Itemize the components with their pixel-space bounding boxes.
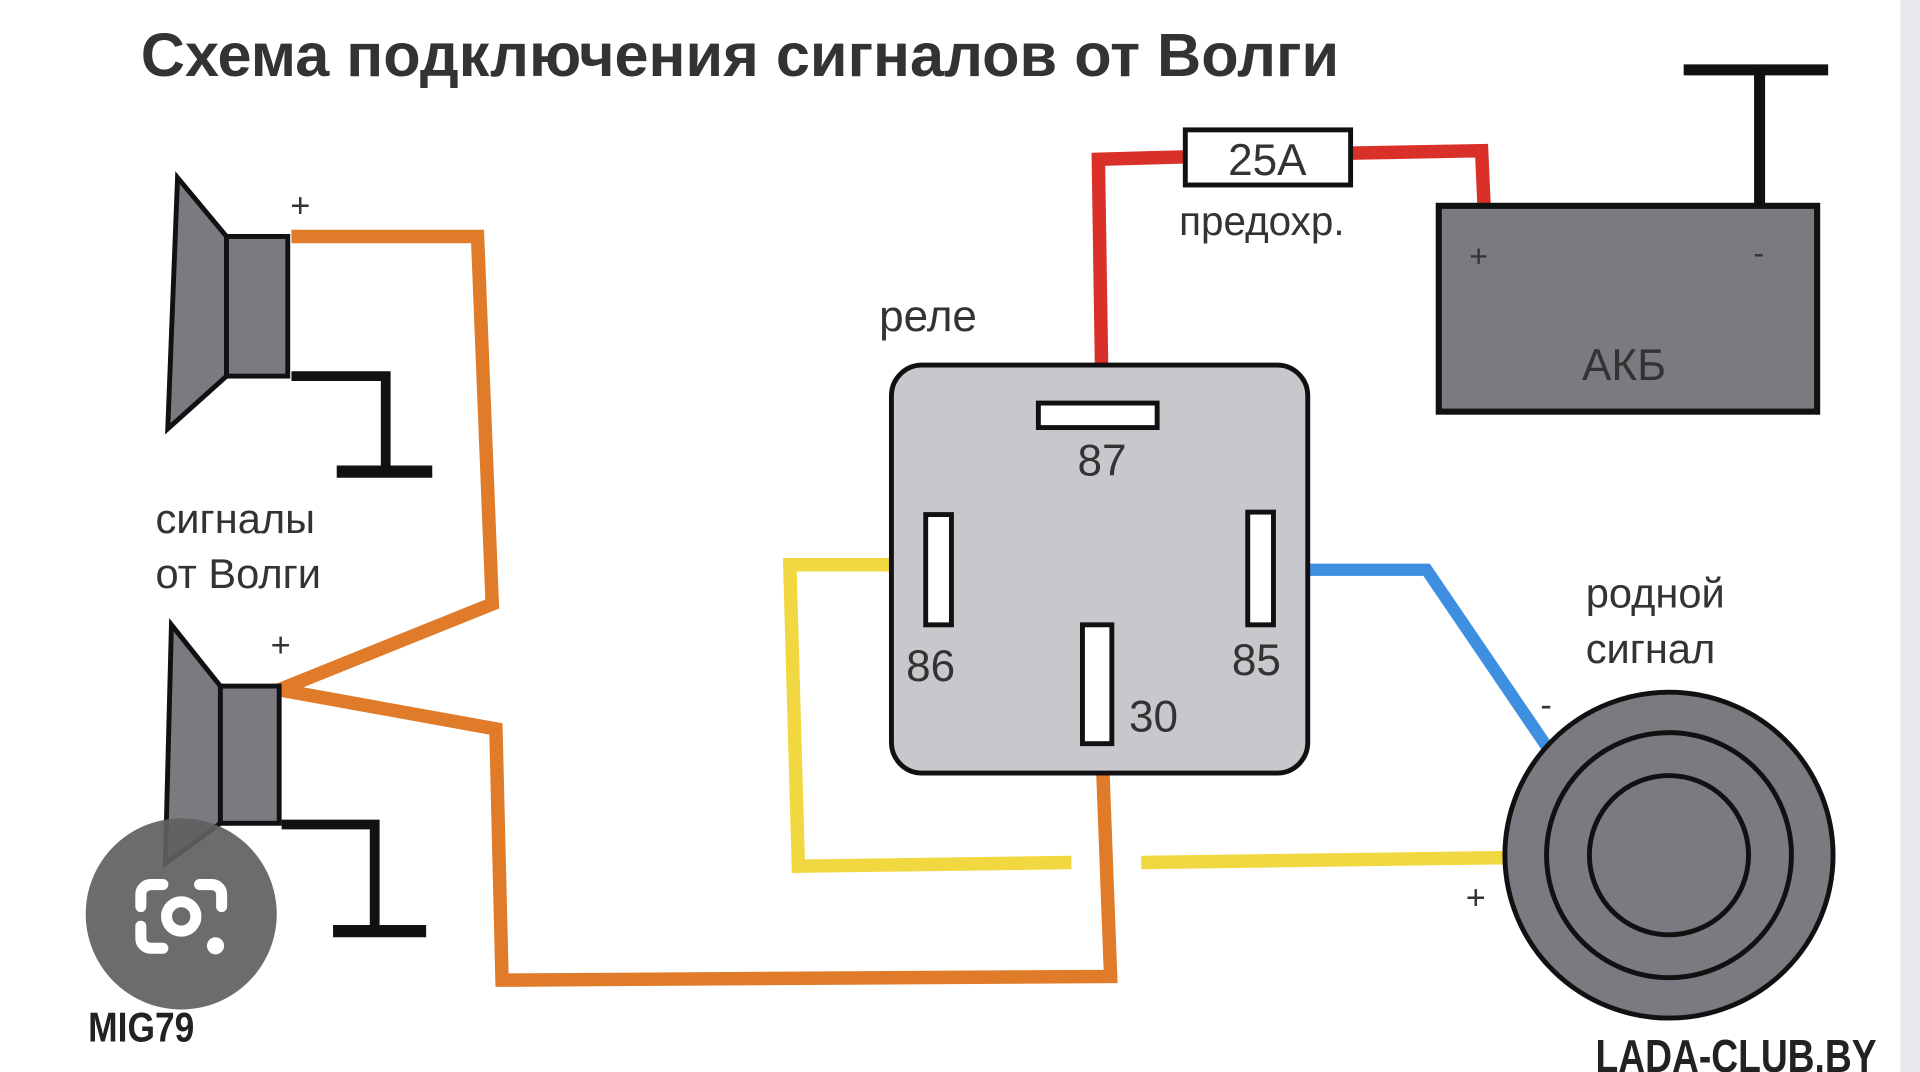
svg-text:+: + <box>271 627 291 665</box>
relay-label: реле <box>879 292 977 341</box>
horn-bottom: + <box>162 618 427 938</box>
camera-lens-icon <box>135 879 228 954</box>
pin-86: 86 <box>906 642 955 691</box>
watermark-lada-club: LADA-CLUB.BY <box>1596 1030 1877 1072</box>
svg-text:+: + <box>290 187 310 225</box>
visual-search-button[interactable] <box>85 818 277 1010</box>
pin-30: 30 <box>1129 692 1178 741</box>
svg-text:+: + <box>1469 238 1488 274</box>
horns-label-line2: от Волги <box>156 550 322 597</box>
wire-yellow <box>782 558 1072 874</box>
wire-red-battery <box>1350 143 1491 207</box>
native-horn: - + <box>1466 687 1836 1021</box>
watermark-mig79: MIG79 <box>88 1005 194 1051</box>
wire-orange <box>254 229 1118 987</box>
wire-blue <box>1273 563 1555 754</box>
native-horn-label-line1: родной <box>1586 570 1725 617</box>
native-horn-label-line2: сигнал <box>1586 625 1716 672</box>
relay: 87 86 85 30 <box>888 362 1311 776</box>
pin-87: 87 <box>1078 436 1127 485</box>
svg-text:-: - <box>1540 687 1551 725</box>
diagram-title: Схема подключения сигналов от Волги <box>141 21 1339 89</box>
battery: + - АКБ <box>1435 202 1821 415</box>
pin-85: 85 <box>1232 636 1281 685</box>
svg-text:+: + <box>1466 879 1486 917</box>
svg-text:-: - <box>1753 234 1764 270</box>
fuse: 25A <box>1182 127 1354 188</box>
wire-yellow-horn <box>1141 850 1507 870</box>
svg-text:25A: 25A <box>1228 136 1307 185</box>
right-edge-strip <box>1900 0 1920 1072</box>
svg-text:АКБ: АКБ <box>1582 341 1666 390</box>
ground-symbol-battery <box>1683 64 1829 206</box>
wire-red <box>1091 150 1188 399</box>
horns-label-line1: сигналы <box>156 495 316 542</box>
fuse-label: предохр. <box>1179 198 1344 244</box>
horn-top: + <box>165 171 433 478</box>
